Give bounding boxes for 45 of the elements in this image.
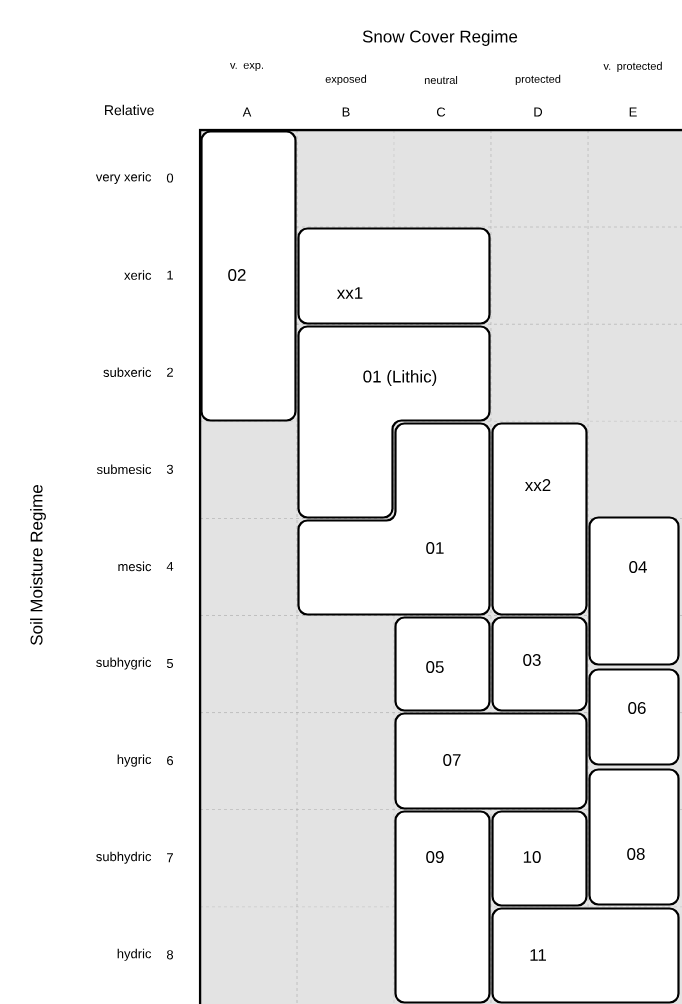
zone-box: 07: [394, 712, 588, 810]
column-header: v. exp.: [230, 62, 263, 72]
zone-box: 04: [588, 516, 680, 666]
zone-box: 01: [297, 422, 491, 616]
column-header: exposed: [325, 74, 367, 86]
zone-box: 10: [491, 810, 588, 907]
row-label: xeric: [124, 270, 152, 280]
zone-box: xx2: [491, 422, 588, 616]
zone-box: 03: [491, 616, 588, 712]
column-header: v. protected: [603, 61, 662, 73]
zone-box: 02: [200, 130, 297, 422]
row-number: 8: [166, 950, 174, 960]
axis-title: Snow Cover Regime: [362, 30, 518, 46]
row-label: submesic: [96, 464, 152, 475]
column-letter: C: [436, 107, 446, 117]
row-label: hygric: [117, 754, 152, 767]
column-letter: B: [342, 107, 350, 117]
row-number: 5: [166, 658, 174, 669]
row-number: 0: [166, 173, 174, 183]
column-header: neutral: [424, 75, 458, 85]
zone-box: 06: [588, 668, 680, 766]
axis-subtitle: Relative: [105, 104, 154, 116]
zone-box: 09: [394, 810, 491, 1004]
row-label: very xeric: [95, 171, 152, 185]
column-letter: E: [629, 107, 637, 117]
zone-box: 05: [394, 616, 491, 712]
axis-title: Soil Moisture Regime: [30, 485, 46, 645]
zone-box: xx1: [297, 227, 491, 325]
zone-box: 11: [491, 907, 680, 1004]
row-label: subxeric: [103, 367, 152, 377]
row-label: mesic: [118, 561, 152, 572]
row-number: 2: [167, 367, 173, 377]
column-letter: D: [534, 107, 543, 117]
column-header: protected: [515, 74, 561, 86]
zone-box: 01 (Lithic): [297, 325, 491, 519]
row-number: 6: [167, 756, 174, 766]
zone-box: 08: [588, 768, 680, 906]
column-letter: A: [242, 107, 252, 117]
row-number: 4: [166, 561, 174, 571]
row-number: 3: [166, 464, 174, 474]
row-number: 7: [167, 853, 173, 863]
row-label: subhygric: [96, 657, 152, 670]
row-label: subhydric: [96, 851, 152, 864]
row-label: hydric: [117, 948, 152, 961]
row-number: 1: [167, 270, 173, 280]
